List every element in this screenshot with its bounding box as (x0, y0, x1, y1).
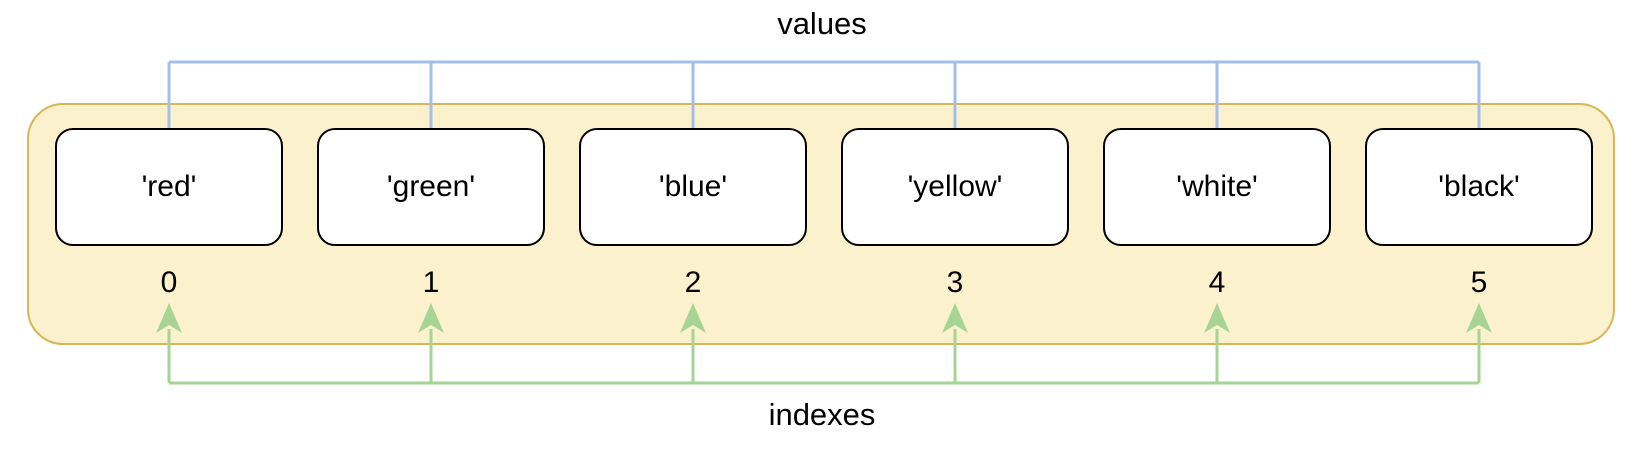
indexes-label: indexes (768, 397, 876, 432)
index-label: 1 (422, 266, 440, 299)
index-label: 2 (684, 266, 702, 299)
value-cell: 'yellow' (841, 128, 1069, 246)
value-cell: 'red' (55, 128, 283, 246)
value-cell: 'green' (317, 128, 545, 246)
cell-value: 'yellow' (907, 170, 1003, 203)
value-cell: 'black' (1365, 128, 1593, 246)
cell-value: 'black' (1438, 170, 1520, 203)
index-label: 5 (1470, 266, 1488, 299)
value-cell: 'white' (1103, 128, 1331, 246)
index-label: 4 (1208, 266, 1226, 299)
index-label: 0 (160, 266, 178, 299)
cell-value: 'green' (386, 170, 476, 203)
cell-value: 'blue' (658, 170, 728, 203)
value-cell: 'blue' (579, 128, 807, 246)
index-label: 3 (946, 266, 964, 299)
values-label: values (777, 6, 867, 41)
cell-value: 'white' (1176, 170, 1258, 203)
cell-value: 'red' (141, 170, 197, 203)
